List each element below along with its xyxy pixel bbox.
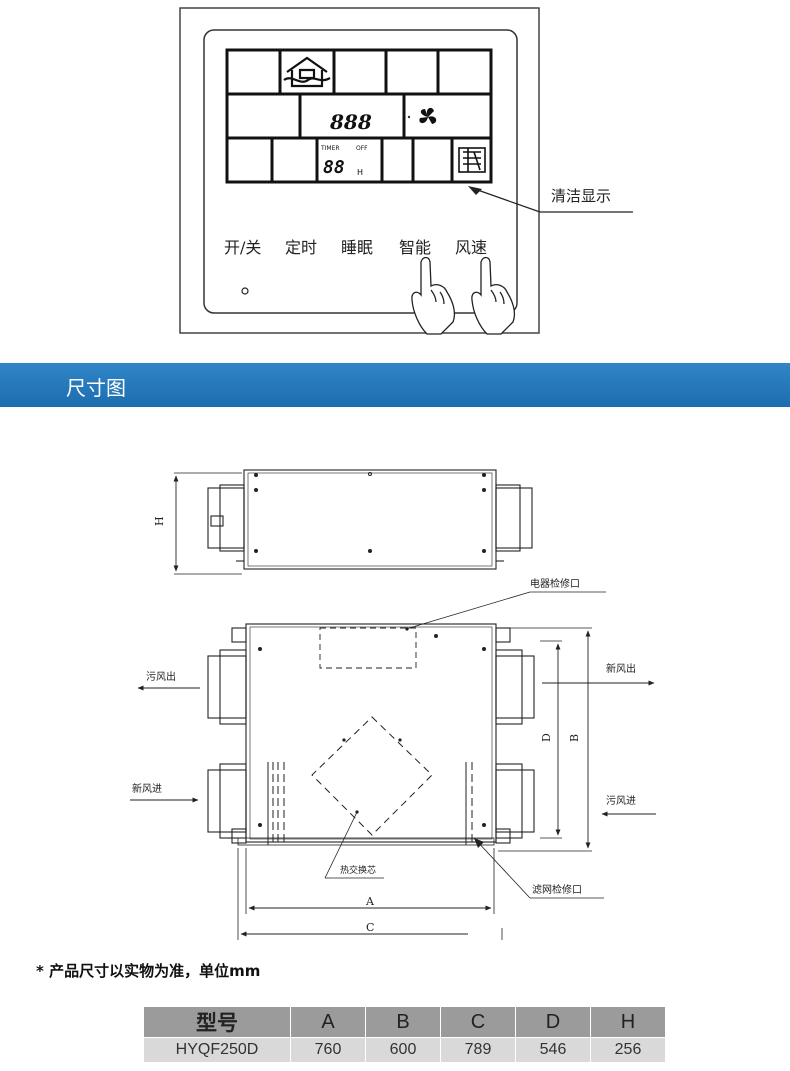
section-title: 尺寸图 (66, 376, 126, 400)
spec-table: 型号 A B C D H HYQF250D 760 600 789 546 25… (143, 1006, 666, 1063)
heat-exchanger-core (311, 716, 433, 836)
fresh-in-label: 新风进 (132, 782, 162, 795)
top-view (207, 623, 535, 846)
exhaust-out-label: 污风出 (146, 670, 176, 683)
header-h: H (590, 1006, 666, 1038)
section-header: 尺寸图 (0, 363, 790, 407)
clean-pointer-line (471, 187, 541, 213)
dimension-note: * 产品尺寸以实物为准，单位mm (36, 962, 261, 980)
timer-button[interactable]: 定时 (285, 238, 317, 257)
dim-d-label: D (540, 733, 553, 742)
cell-model: HYQF250D (143, 1037, 291, 1063)
power-button[interactable]: 开/关 (224, 238, 261, 257)
filter-clean-icon (458, 147, 486, 173)
cell-b: 600 (365, 1037, 441, 1063)
clean-display-label: 清洁显示 (551, 187, 611, 205)
dim-h-label: H (153, 516, 166, 526)
temp-digits: 888 (329, 110, 372, 134)
cell-h: 256 (590, 1037, 666, 1063)
house-icon (283, 56, 331, 88)
timer-digits: 88 (323, 157, 345, 178)
indicator-dot (407, 115, 411, 119)
fresh-out-label: 新风出 (606, 662, 636, 675)
hour-unit: H (357, 168, 363, 177)
off-label: OFF (356, 145, 368, 152)
power-indicator-led (241, 287, 249, 295)
dim-a-label: A (365, 895, 375, 908)
side-view-screws (254, 472, 486, 553)
electrical-access-label: 电器检修口 (530, 577, 580, 590)
table-row: HYQF250D 760 600 789 546 256 (143, 1037, 666, 1063)
header-d: D (515, 1006, 591, 1038)
smart-button[interactable]: 智能 (399, 238, 431, 257)
top-view-screws (258, 627, 486, 827)
timer-label: TIMER (320, 145, 340, 152)
sleep-button[interactable]: 睡眠 (341, 238, 373, 257)
exhaust-in-label: 污风进 (606, 795, 636, 807)
filter-slots (267, 762, 473, 845)
panel-outer-frame (179, 7, 540, 334)
pointing-hand-icon (411, 256, 456, 335)
spec-table-header-row: 型号 A B C D H (143, 1006, 666, 1038)
lcd-grid (225, 48, 493, 184)
filter-access-label: 滤网检修口 (532, 883, 582, 896)
side-view (207, 469, 533, 570)
dim-c-label: C (366, 921, 374, 934)
fan-icon (419, 107, 437, 124)
electrical-access-panel (319, 627, 417, 669)
header-b: B (365, 1006, 441, 1038)
heat-exchanger-label: 热交换芯 (340, 864, 376, 876)
control-panel-drawing: 888 TIMER OFF 88 H 清洁显示 开/关 定时 睡眠 智能 风速 (179, 7, 633, 335)
header-model: 型号 (143, 1006, 291, 1038)
fan-speed-button[interactable]: 风速 (455, 238, 487, 257)
clean-pointer-arrow (468, 186, 482, 195)
cell-a: 760 (290, 1037, 366, 1063)
pointing-hand-icon (471, 256, 516, 335)
dimension-diagram: H 电器检修口 污风出 新风进 新风出 污风进 热交换芯 (130, 469, 656, 940)
header-a: A (290, 1006, 366, 1038)
cell-d: 546 (515, 1037, 591, 1063)
dim-b-label: B (568, 734, 581, 742)
panel-inner-frame (203, 29, 518, 314)
cell-c: 789 (440, 1037, 516, 1063)
header-c: C (440, 1006, 516, 1038)
